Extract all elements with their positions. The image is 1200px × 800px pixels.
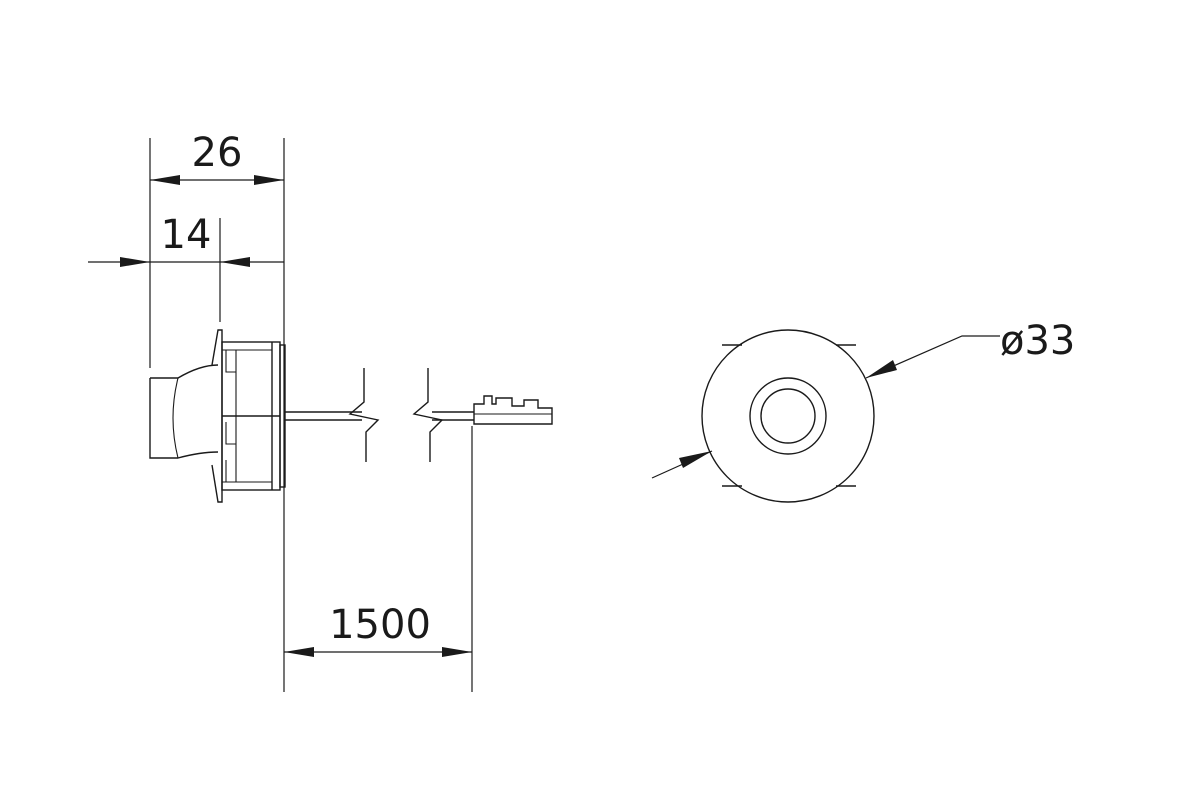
spring-clip-top-b xyxy=(225,422,236,445)
front-view: ø33 xyxy=(651,318,1075,503)
lens-cup-inner xyxy=(172,377,179,459)
dim-arrow-1500-left xyxy=(284,647,314,657)
diameter-leader-line-right xyxy=(865,335,1000,379)
spring-clip-top-a xyxy=(225,350,236,373)
dim-arrow-14-right xyxy=(220,257,250,267)
dim-label-body-depth: 14 xyxy=(161,212,212,258)
diameter-arrow-left xyxy=(679,451,712,468)
dim-label-cable-length: 1500 xyxy=(329,602,431,648)
cable-break-left xyxy=(348,368,380,462)
dim-arrow-14-left xyxy=(120,257,150,267)
cable-break-right xyxy=(412,368,444,462)
dim-arrow-1500-right xyxy=(442,647,472,657)
dim-arrow-26-left xyxy=(150,175,180,185)
flange xyxy=(211,329,223,503)
lens-cup xyxy=(149,364,219,459)
side-view: 26 14 1500 xyxy=(88,130,553,692)
cable-connector xyxy=(473,395,553,425)
front-outer-ring xyxy=(701,329,875,503)
front-lens-ring xyxy=(749,377,827,455)
front-lens-inner xyxy=(760,388,816,444)
rear-cap xyxy=(279,344,286,488)
dim-label-diameter: ø33 xyxy=(1000,318,1075,364)
diameter-arrow-right xyxy=(866,360,897,378)
dim-arrow-26-right xyxy=(254,175,284,185)
dim-label-overall-depth: 26 xyxy=(192,130,243,176)
